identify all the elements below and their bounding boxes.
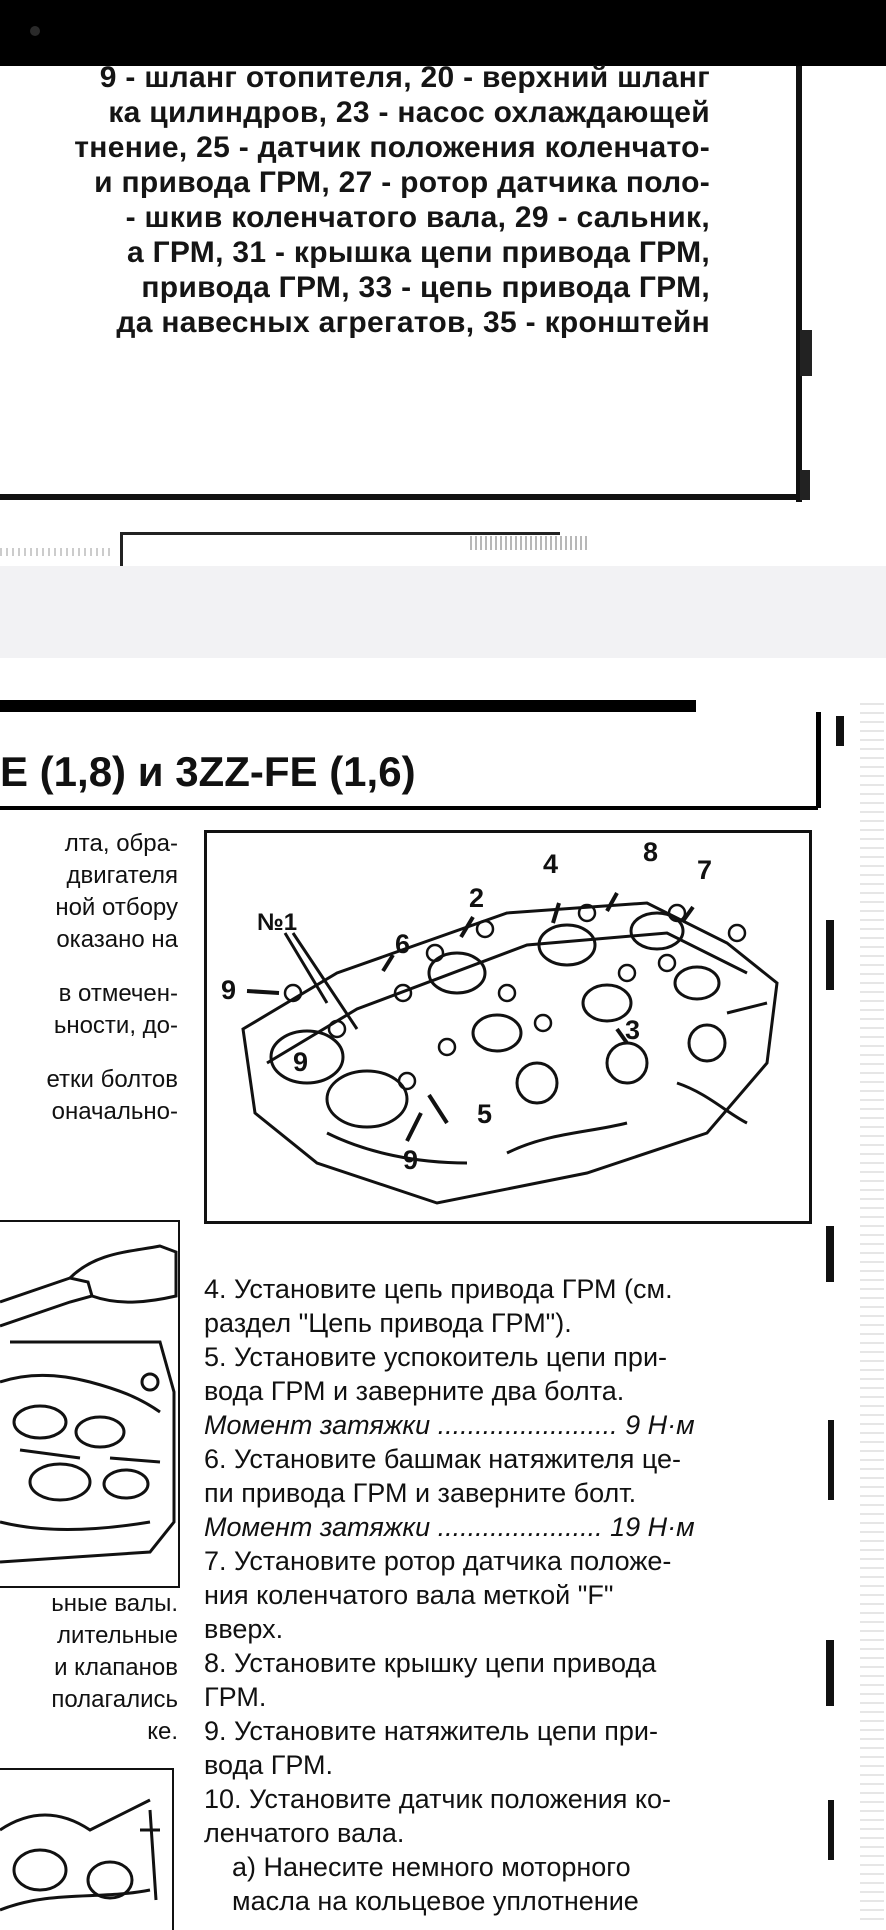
step-line: ния коленчатого вала меткой "F"	[204, 1580, 614, 1610]
left-line: лительные	[56, 1622, 178, 1649]
cylinder-head-figure[interactable]: №1 9 9 9 6 2 4 8 7 3 5	[204, 830, 812, 1224]
left-column-text-bottom: ьные валы. лительные и клапанов полагали…	[0, 1588, 178, 1748]
scan-edge-mark	[836, 716, 844, 746]
page1-line: а ГРМ, 31 - крышка цепи привода ГРМ,	[126, 236, 710, 269]
left-line: ной отбору	[55, 894, 178, 921]
page2-header-rule	[0, 806, 818, 810]
left-line: двигателя	[66, 862, 178, 889]
left-line: и клапанов	[54, 1654, 178, 1681]
torque-spec: Момент затяжки ...................... 19…	[204, 1512, 695, 1542]
left-column-text: лта, обра- двигателя ной отбору оказано …	[0, 828, 178, 1128]
scan-noise	[470, 536, 590, 550]
callout-6: 6	[395, 929, 411, 959]
scan-edge-mark	[828, 1800, 834, 1860]
left-figure-wrench	[0, 1220, 180, 1588]
callout-7: 7	[697, 855, 713, 885]
left-line: ьные валы.	[51, 1590, 178, 1617]
page1-caption-text: 9 - шланг отопителя, 20 - верхний шланг …	[0, 60, 710, 340]
step-line: 5. Установите успокоитель цепи при-	[204, 1342, 668, 1372]
left-line: лта, обра-	[64, 830, 178, 857]
page1-lower-frame-fragment	[120, 532, 123, 566]
callout-5: 5	[477, 1099, 493, 1129]
step-line: пи привода ГРМ и заверните болт.	[204, 1478, 637, 1508]
scan-edge-mark	[826, 1640, 834, 1706]
step-line: вода ГРМ и заверните два болта.	[204, 1376, 625, 1406]
step-line: вода ГРМ.	[204, 1750, 334, 1780]
callout-2: 2	[469, 883, 485, 913]
substep-line: а) Нанесите немного моторного	[232, 1852, 631, 1882]
page1-line: ка цилиндров, 23 - насос охлаждающей	[108, 96, 710, 129]
page1-frame-right	[796, 66, 802, 502]
status-bar	[0, 0, 886, 66]
page1-lower-frame-fragment	[120, 532, 560, 545]
callout-8: 8	[643, 837, 659, 867]
step-line: раздел "Цепь привода ГРМ").	[204, 1308, 572, 1338]
substep-line: масла на кольцевое уплотнение	[232, 1886, 639, 1916]
left-line: оказано на	[56, 926, 178, 953]
left-line: полагались	[51, 1686, 178, 1713]
callout-9: 9	[403, 1145, 419, 1175]
step-line: 7. Установите ротор датчика положе-	[204, 1546, 672, 1576]
image-separator	[0, 566, 886, 658]
cylinder-head-illustration-icon	[241, 892, 779, 1205]
scan-edge-mark	[828, 1420, 834, 1500]
callout-9: 9	[293, 1047, 309, 1077]
callout-9: 9	[221, 975, 237, 1005]
scan-edge-mark	[826, 1226, 834, 1282]
step-line: 9. Установите натяжитель цепи при-	[204, 1716, 658, 1746]
callout-4: 4	[543, 849, 559, 879]
camera-dot-icon	[30, 26, 40, 36]
page2-header-frame	[816, 712, 821, 808]
page1-line: тнение, 25 - датчик положения коленчато-	[74, 131, 710, 164]
left-line: в отмечен-	[58, 980, 178, 1007]
step-line: 10. Установите датчик положения ко-	[204, 1784, 672, 1814]
scan-edge-noise	[860, 700, 884, 1920]
step-line: ленчатого вала.	[204, 1818, 405, 1848]
right-column-text: 4. Установите цепь привода ГРМ (см. разд…	[204, 1272, 824, 1918]
left-figure-camshaft	[0, 1768, 174, 1930]
page1-line: и привода ГРМ, 27 - ротор датчика поло-	[94, 166, 710, 199]
page-title: E (1,8) и 3ZZ-FE (1,6)	[0, 748, 416, 795]
wrench-illustration-icon	[0, 1244, 178, 1564]
scanned-page-1[interactable]	[0, 66, 886, 566]
callout-3: 3	[625, 1015, 641, 1045]
left-line: ке.	[147, 1718, 178, 1745]
step-line: ГРМ.	[204, 1682, 267, 1712]
page1-line: - шкив коленчатого вала, 29 - сальник,	[125, 201, 710, 234]
step-line: вверх.	[204, 1614, 284, 1644]
page2-top-bar	[0, 700, 696, 712]
scan-noise	[0, 548, 110, 556]
step-line: 8. Установите крышку цепи привода	[204, 1648, 657, 1678]
page1-line: да навесных агрегатов, 35 - кронштейн	[116, 306, 710, 339]
page1-frame-bottom	[0, 494, 802, 500]
step-line: 4. Установите цепь привода ГРМ (см.	[204, 1274, 673, 1304]
page1-line: привода ГРМ, 33 - цепь привода ГРМ,	[141, 271, 710, 304]
step-line: 6. Установите башмак натяжителя це-	[204, 1444, 681, 1474]
scan-edge-mark	[800, 330, 812, 376]
torque-spec: Момент затяжки ........................ …	[204, 1410, 695, 1440]
callout-no1: №1	[257, 909, 298, 936]
scan-edge-mark	[800, 470, 810, 500]
page1-line: 9 - шланг отопителя, 20 - верхний шланг	[99, 61, 710, 94]
left-line: етки болтов	[46, 1066, 178, 1093]
scan-edge-mark	[826, 920, 834, 990]
camshaft-illustration-icon	[0, 1798, 160, 1912]
left-line: ьности, до-	[53, 1012, 178, 1039]
left-line: оначально-	[51, 1098, 178, 1125]
